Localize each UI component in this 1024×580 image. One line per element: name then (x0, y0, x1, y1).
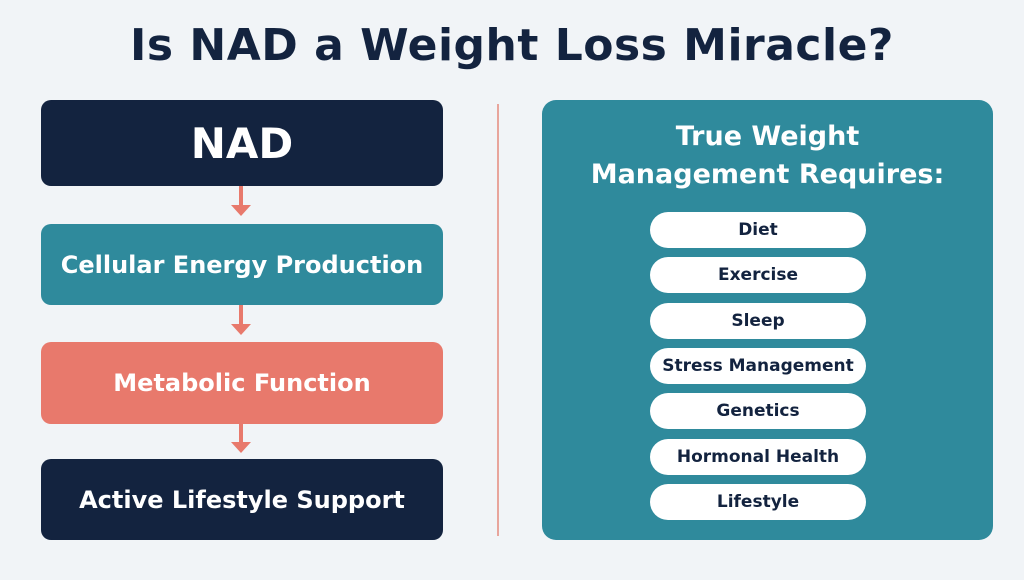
requirement-item: Hormonal Health (650, 439, 866, 475)
arrow-down-icon (231, 186, 251, 216)
panel-title: True Weight Management Requires: (0, 118, 1024, 194)
requirement-item: Stress Management (650, 348, 866, 384)
requirement-item: Sleep (650, 303, 866, 339)
requirement-item: Lifestyle (650, 484, 866, 520)
divider (497, 104, 499, 536)
arrow-down-icon (231, 424, 251, 454)
requirement-item: Exercise (650, 257, 866, 293)
metabolic-function-box: Metabolic Function (41, 342, 443, 424)
arrow-down-icon (231, 305, 251, 335)
nad-box: NAD (41, 100, 443, 186)
cellular-energy-box: Cellular Energy Production (41, 224, 443, 305)
requirement-item: Diet (650, 212, 866, 248)
page-title: Is NAD a Weight Loss Miracle? (130, 20, 894, 71)
active-lifestyle-box: Active Lifestyle Support (41, 459, 443, 540)
panel-title-line-2: Management Requires: (590, 159, 945, 190)
requirement-item: Genetics (650, 393, 866, 429)
panel-title-line-1: True Weight (675, 121, 860, 152)
